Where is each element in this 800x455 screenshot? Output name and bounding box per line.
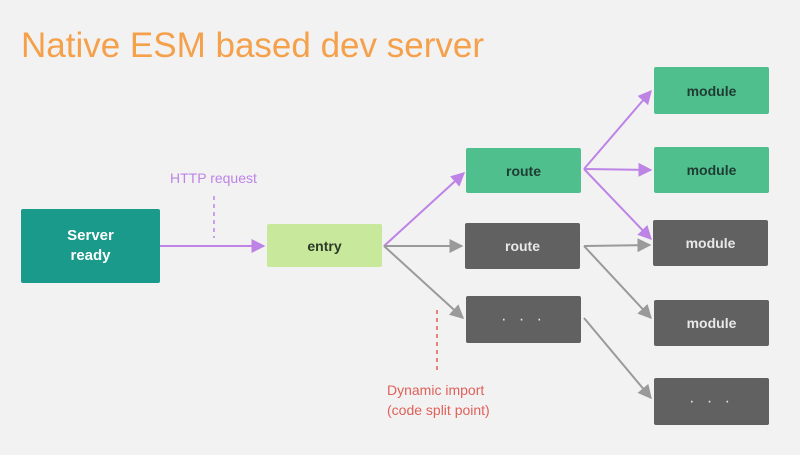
- edge-entry-route: [383, 172, 466, 247]
- module-node-1: module: [654, 67, 769, 114]
- diagram-title: Native ESM based dev server: [21, 26, 484, 65]
- dynamic-import-label: Dynamic import (code split point): [387, 380, 490, 420]
- dynamic-import-line1: Dynamic import: [387, 382, 485, 398]
- edge-route-module4: [583, 245, 652, 320]
- edge-route-module3-gray: [583, 238, 652, 253]
- http-request-label: HTTP request: [170, 170, 257, 186]
- edge-route-module2: [583, 162, 653, 177]
- edge-ellipsis-bottom: [583, 317, 652, 400]
- edge-route-module1: [583, 89, 652, 170]
- ellipsis-bottom-node: · · ·: [654, 378, 769, 425]
- module-node-2: module: [654, 147, 769, 193]
- ellipsis-mid-node: · · ·: [466, 296, 581, 343]
- entry-node: entry: [267, 224, 382, 267]
- module-node-3: module: [653, 220, 768, 266]
- route-active-node: route: [466, 148, 581, 193]
- edge-entry-ellipsis: [383, 245, 465, 319]
- dynamic-import-line2: (code split point): [387, 402, 490, 418]
- module-node-4: module: [654, 300, 769, 346]
- edge-route-module3: [583, 168, 652, 241]
- route-inactive-node: route: [465, 223, 580, 269]
- server-ready-node: Server ready: [21, 209, 160, 283]
